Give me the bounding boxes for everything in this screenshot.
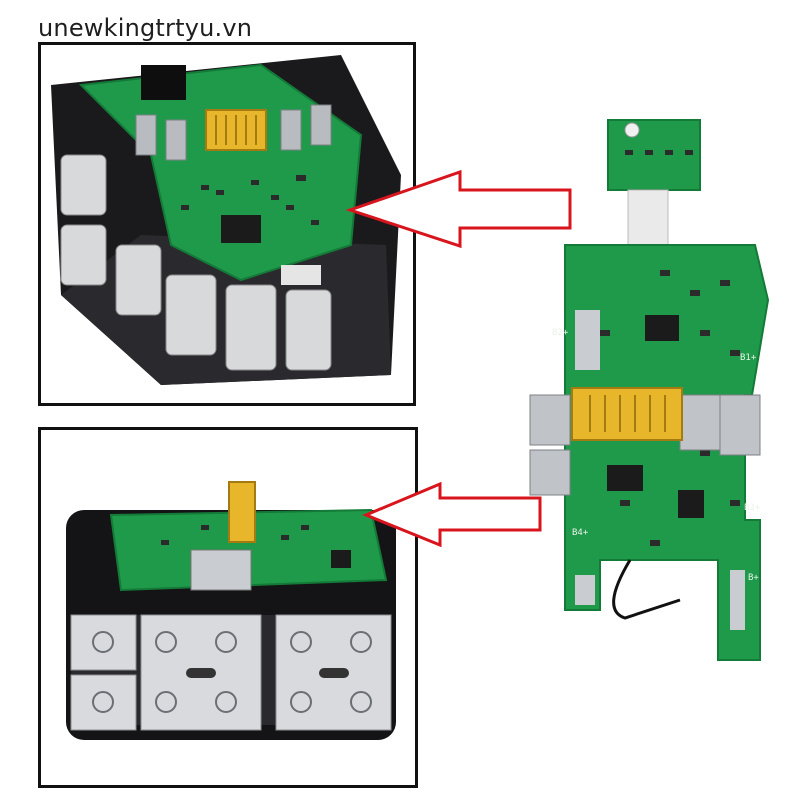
label-bplus: B+ [748,573,759,583]
label-b3: B3+ [744,503,761,513]
label-b2: B2+ [552,328,569,338]
yellow-connector [571,387,683,441]
battery-pack-photo-bottom [66,481,396,740]
photo-frame-top [38,42,416,406]
label-b4: B4+ [572,528,589,538]
protection-board [564,244,770,661]
ic-chip [221,215,261,243]
yellow-connector [228,481,256,543]
photo-frame-bottom [38,427,418,788]
watermark: unewkingtrtyu.vn [38,14,253,42]
led-indicator-board [607,119,701,191]
label-b1: B1+ [740,353,757,363]
battery-pack-photo-top [51,55,401,385]
